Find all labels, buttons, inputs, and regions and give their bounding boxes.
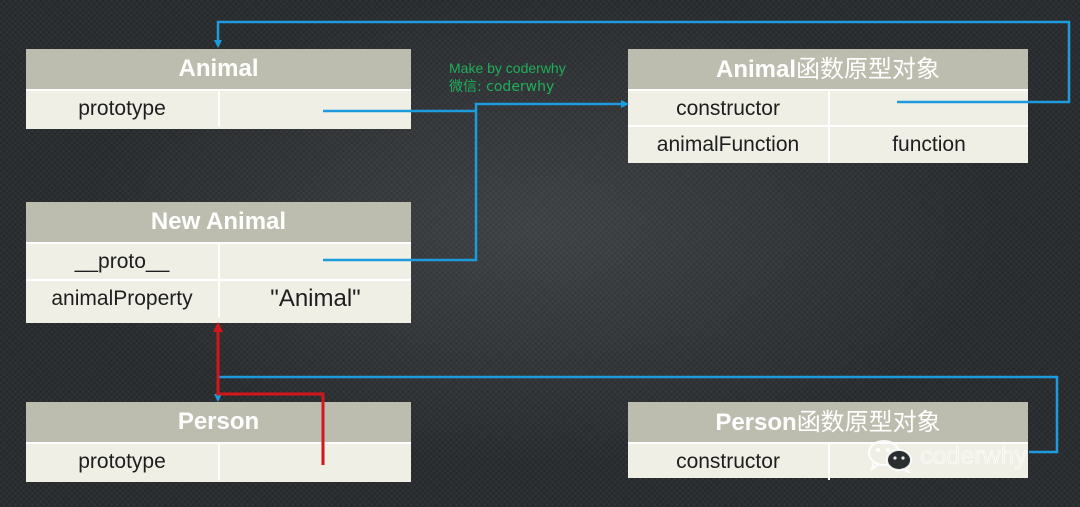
animal-constructor-row: constructor: [628, 89, 1028, 127]
new-animal-proto-pointer: [323, 111, 478, 262]
person-table: Person prototype: [26, 402, 411, 482]
person-prototype-table-title: Person函数原型对象: [628, 402, 1028, 442]
animal-prototype-title-name: Animal: [715, 56, 796, 83]
person-prototype-key: prototype: [78, 450, 166, 473]
new-animal-proto-key: __proto__: [74, 250, 170, 273]
new-animal-property-value: "Animal": [218, 281, 411, 317]
watermark: coderwhy: [866, 438, 1028, 475]
animal-prototype-key: prototype: [78, 97, 166, 120]
animal-function-value: function: [828, 127, 1028, 163]
new-animal-table-title: New Animal: [26, 202, 411, 242]
animal-prototype-row: prototype: [26, 89, 411, 127]
new-animal-property-key: animalProperty: [51, 287, 193, 310]
credit-line-wechat: 微信: coderwhy: [449, 79, 555, 95]
person-constructor-row: constructor: [628, 442, 1028, 480]
person-prototype-row: prototype: [26, 442, 411, 480]
animal-prototype-title-suffix: 函数原型对象: [796, 55, 940, 83]
person-table-title: Person: [26, 402, 411, 442]
animal-constructor-key: constructor: [676, 97, 780, 120]
new-animal-table: New Animal __proto__ animalProperty "Ani…: [26, 202, 411, 323]
person-prototype-pointer: [213, 322, 325, 465]
animal-function-key: animalFunction: [656, 133, 800, 156]
person-constructor-value: [828, 444, 1028, 480]
new-animal-property-row: animalProperty "Animal": [26, 279, 411, 317]
animal-table: Animal prototype: [26, 49, 411, 129]
new-animal-proto-row: __proto__: [26, 242, 411, 280]
animal-prototype-pointer: [323, 100, 629, 113]
person-prototype-value: [218, 444, 411, 480]
animal-prototype-table-title: Animal函数原型对象: [628, 49, 1028, 89]
new-animal-proto-value: [218, 244, 411, 280]
person-constructor-key: constructor: [676, 450, 780, 473]
credit-line-author: Make by coderwhy: [449, 60, 566, 76]
wechat-icon: [866, 439, 916, 475]
animal-constructor-pointer: [214, 20, 1071, 104]
animal-table-title: Animal: [26, 49, 411, 89]
animal-function-row: animalFunction function: [628, 125, 1028, 163]
person-prototype-title-suffix: 函数原型对象: [796, 408, 941, 436]
animal-prototype-value: [218, 91, 411, 127]
animal-constructor-value: [828, 91, 1028, 127]
person-prototype-title-name: Person: [715, 409, 797, 436]
watermark-text: coderwhy: [920, 441, 1028, 470]
animal-prototype-table: Animal函数原型对象 constructor animalFunction …: [628, 49, 1028, 163]
person-prototype-table: Person函数原型对象 constructor: [628, 402, 1028, 480]
